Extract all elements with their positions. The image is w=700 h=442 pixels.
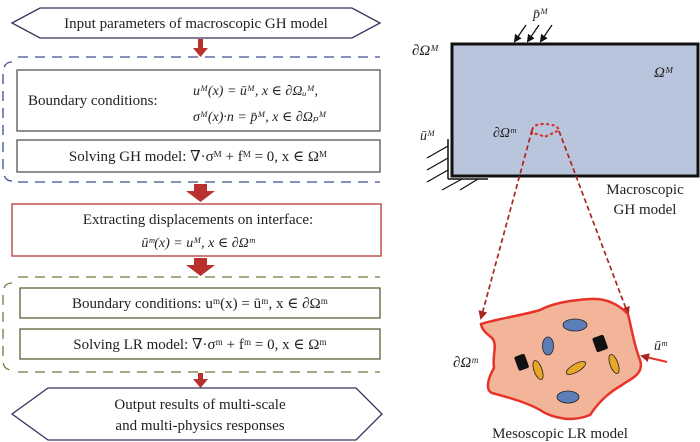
extract-title: Extracting displacements on interface: bbox=[83, 212, 313, 228]
black-inclusion bbox=[514, 353, 529, 371]
yellow-inclusion bbox=[608, 354, 620, 374]
macro-bc-label: Boundary conditions: bbox=[28, 93, 158, 109]
macro-caption-1: Macroscopic bbox=[606, 182, 684, 198]
flow-arrow-4 bbox=[193, 373, 208, 388]
blue-inclusion bbox=[542, 336, 554, 356]
black-inclusion bbox=[592, 334, 608, 353]
meso-bc-box: Boundary conditions: uᵐ(x) = ūᵐ, x ∈ ∂Ωᵐ bbox=[19, 287, 381, 319]
input-node: Input parameters of macroscopic GH model bbox=[10, 7, 382, 39]
macro-domain-label: Ωᴹ bbox=[654, 65, 674, 81]
macro-solve-box: Solving GH model: ∇·σᴹ + fᴹ = 0, x ∈ Ωᴹ bbox=[16, 139, 381, 173]
macro-interface-label: ∂Ωᵐ bbox=[493, 126, 517, 141]
macro-domain bbox=[450, 42, 700, 178]
meso-solve-label: Solving LR model: ∇·σᵐ + fᵐ = 0, x ∈ Ωᵐ bbox=[73, 337, 327, 353]
zoom-line-left bbox=[478, 129, 533, 320]
macro-bc-box: Boundary conditions: uᴹ(x) = ūᴹ, x ∈ ∂Ωᵤ… bbox=[16, 69, 381, 132]
yellow-inclusion bbox=[565, 361, 587, 375]
meso-solve-box: Solving LR model: ∇·σᵐ + fᵐ = 0, x ∈ Ωᵐ bbox=[19, 328, 381, 360]
meso-boundary-label: ∂Ωᵐ bbox=[453, 355, 478, 371]
load-label: p̄ᴹ bbox=[532, 7, 548, 22]
meso-group bbox=[2, 276, 380, 373]
macro-bc-eq2: σᴹ(x)·n = p̄ᴹ, x ∈ ∂Ωₚᴹ bbox=[193, 110, 326, 125]
macro-model: p̄ᴹ ∂Ωᴹ Ωᴹ ūᴹ ∂Ωᵐ Macroscopic GH model bbox=[412, 7, 700, 320]
extract-box: Extracting displacements on interface: ū… bbox=[11, 203, 382, 257]
output-node: Output results of multi-scale and multi-… bbox=[10, 387, 383, 441]
zoom-line-right bbox=[558, 130, 630, 316]
flow-arrow-1 bbox=[193, 39, 208, 57]
output-line2: and multi-physics responses bbox=[115, 418, 284, 434]
fixed-support-icon bbox=[426, 139, 488, 191]
macro-disp-label: ūᴹ bbox=[420, 129, 435, 144]
macro-boundary-label: ∂Ωᴹ bbox=[412, 43, 439, 59]
extract-eq: ūᵐ(x) = uᴹ, x ∈ ∂Ωᵐ bbox=[141, 236, 255, 251]
flow-arrow-2 bbox=[186, 184, 215, 202]
output-line1: Output results of multi-scale bbox=[114, 397, 286, 413]
meso-disp-label: ūᵐ bbox=[654, 339, 668, 354]
blue-inclusion bbox=[556, 390, 580, 404]
blue-inclusion bbox=[562, 318, 588, 332]
macro-bc-eq1: uᴹ(x) = ūᴹ, x ∈ ∂Ωᵤᴹ, bbox=[193, 84, 318, 99]
macro-caption-2: GH model bbox=[614, 202, 677, 218]
macro-group bbox=[2, 56, 380, 183]
yellow-inclusion bbox=[532, 360, 544, 380]
macro-solve-label: Solving GH model: ∇·σᴹ + fᴹ = 0, x ∈ Ωᴹ bbox=[69, 149, 327, 165]
flow-arrow-3 bbox=[186, 258, 215, 276]
meso-bc-label: Boundary conditions: uᵐ(x) = ūᵐ, x ∈ ∂Ωᵐ bbox=[72, 296, 329, 312]
meso-caption: Mesoscopic LR model bbox=[492, 426, 628, 442]
meso-model: ūᵐ ∂Ωᵐ Mesoscopic LR model bbox=[453, 297, 668, 442]
meso-disp-arrow-icon bbox=[640, 353, 668, 363]
input-label: Input parameters of macroscopic GH model bbox=[64, 16, 328, 32]
load-arrows-icon bbox=[513, 24, 553, 43]
meso-domain bbox=[479, 297, 643, 421]
